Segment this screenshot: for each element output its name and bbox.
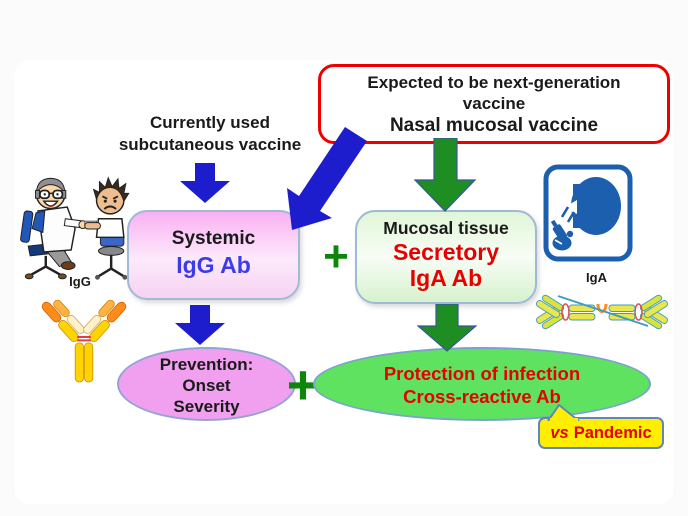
next-generation-vaccine-box: Expected to be next-generation vaccine N… xyxy=(318,64,670,144)
protection-line2: Cross-reactive Ab xyxy=(403,386,561,407)
nasal-spray-icon xyxy=(543,164,633,262)
current-label-line2: subcutaneous vaccine xyxy=(118,135,302,154)
top-box-line3: Nasal mucosal vaccine xyxy=(389,115,599,136)
badge-text: Pandemic xyxy=(573,424,652,442)
blue-diagonal-arrow xyxy=(287,127,367,230)
plus-between-boxes: + xyxy=(323,232,349,281)
protection-ellipse: Protection of infection Cross-reactive A… xyxy=(313,347,651,421)
iga-antibody-illustration xyxy=(534,292,670,332)
current-label-line1: Currently used xyxy=(150,113,270,132)
iga-caption: IgA xyxy=(586,270,607,285)
prevention-line3: Severity xyxy=(173,397,240,416)
badge-tail-pointer xyxy=(547,404,580,421)
systemic-igg-box: Systemic IgG Ab xyxy=(127,210,300,300)
prevention-line1: Prevention: xyxy=(159,355,254,374)
current-vaccine-label: Currently used subcutaneous vaccine xyxy=(100,112,320,156)
igg-caption: IgG xyxy=(69,274,91,289)
mucosal-line3: IgA Ab xyxy=(409,265,483,291)
systemic-antibody: IgG Ab xyxy=(176,252,251,278)
doctor-patient-illustration xyxy=(20,176,130,280)
top-box-line1: Expected to be next-generation xyxy=(367,73,621,92)
mucosal-iga-box: Mucosal tissue Secretory IgA Ab xyxy=(355,210,537,304)
prevention-line2: Onset xyxy=(182,376,231,395)
green-down-arrow-to-mucosal xyxy=(414,138,476,212)
mucosal-title: Mucosal tissue xyxy=(383,218,509,238)
mucosal-line2: Secretory xyxy=(392,239,500,265)
blue-down-arrow-to-prevention xyxy=(175,305,225,345)
badge-vs: vs xyxy=(550,424,569,442)
top-box-line2: vaccine xyxy=(462,94,526,113)
green-down-arrow-to-protection xyxy=(417,304,477,352)
systemic-title: Systemic xyxy=(171,228,256,249)
blue-down-arrow-to-systemic xyxy=(180,163,230,203)
protection-line1: Protection of infection xyxy=(383,363,581,384)
igg-antibody-illustration xyxy=(41,299,127,383)
prevention-ellipse: Prevention: Onset Severity xyxy=(117,347,296,421)
